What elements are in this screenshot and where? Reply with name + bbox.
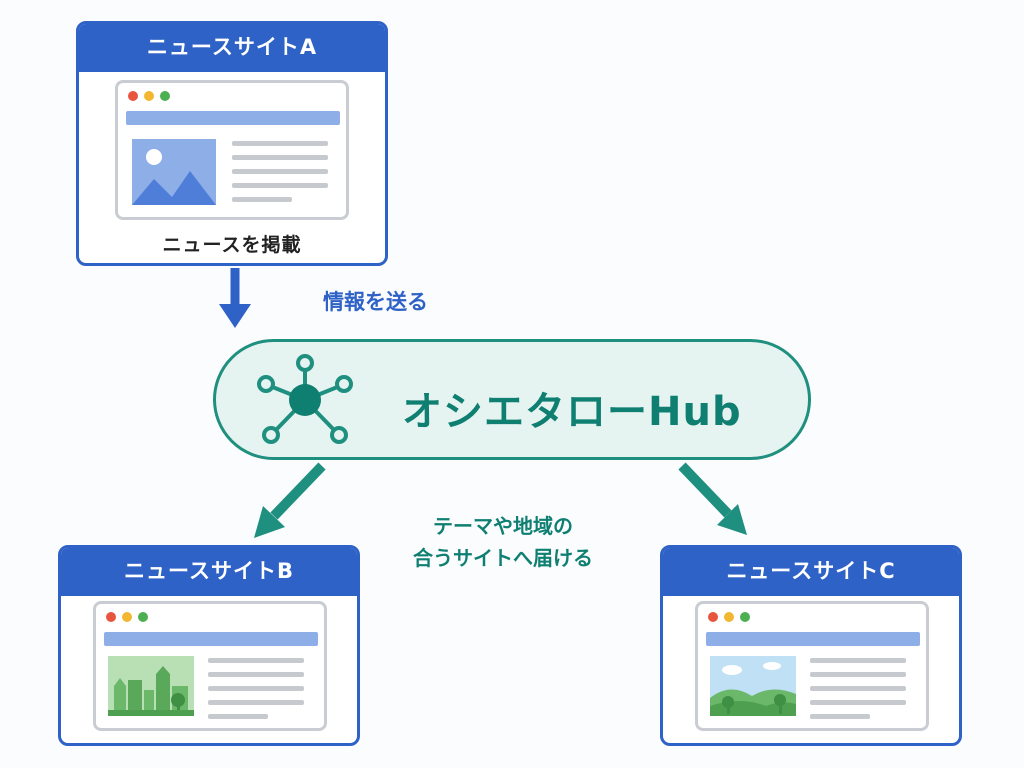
hub-node: オシエタローHub <box>213 339 811 460</box>
arrow-hub-to-site-c <box>678 462 747 535</box>
deliver-label-line-2: 合うサイトへ届ける <box>413 546 593 570</box>
send-info-label: 情報を送る <box>323 290 428 314</box>
hub-title: オシエタローHub <box>402 389 742 435</box>
news-site-a-title: ニュースサイトA <box>79 24 385 72</box>
news-site-a-caption: ニュースを掲載 <box>162 234 302 256</box>
news-site-c-card: ニュースサイトC <box>660 545 962 746</box>
landscape-image-icon <box>710 656 796 716</box>
browser-window <box>115 80 349 220</box>
address-bar <box>104 632 318 646</box>
news-site-b-card: ニュースサイトB <box>58 545 360 746</box>
article-text-lines <box>810 658 906 728</box>
arrow-site-a-to-hub <box>219 268 251 328</box>
window-maximize-dot <box>160 91 170 101</box>
news-site-b-title: ニュースサイトB <box>61 548 357 596</box>
deliver-label: テーマや地域の 合うサイトへ届ける <box>383 510 623 574</box>
browser-window <box>93 601 327 731</box>
article-text-lines <box>208 658 304 728</box>
window-close-dot <box>106 612 116 622</box>
window-minimize-dot <box>122 612 132 622</box>
city-image-icon <box>108 656 194 716</box>
window-minimize-dot <box>724 612 734 622</box>
window-maximize-dot <box>138 612 148 622</box>
browser-window <box>695 601 929 731</box>
news-site-c-title: ニュースサイトC <box>663 548 959 596</box>
address-bar <box>126 111 340 125</box>
deliver-label-line-1: テーマや地域の <box>433 514 573 538</box>
arrow-hub-to-site-b <box>254 462 326 538</box>
news-site-a-card: ニュースサイトA ニュースを掲載 <box>76 21 388 266</box>
window-maximize-dot <box>740 612 750 622</box>
address-bar <box>706 632 920 646</box>
mountain-image-icon <box>132 139 216 205</box>
window-close-dot <box>708 612 718 622</box>
window-close-dot <box>128 91 138 101</box>
network-hub-icon <box>254 352 356 448</box>
article-text-lines <box>232 141 328 211</box>
window-minimize-dot <box>144 91 154 101</box>
